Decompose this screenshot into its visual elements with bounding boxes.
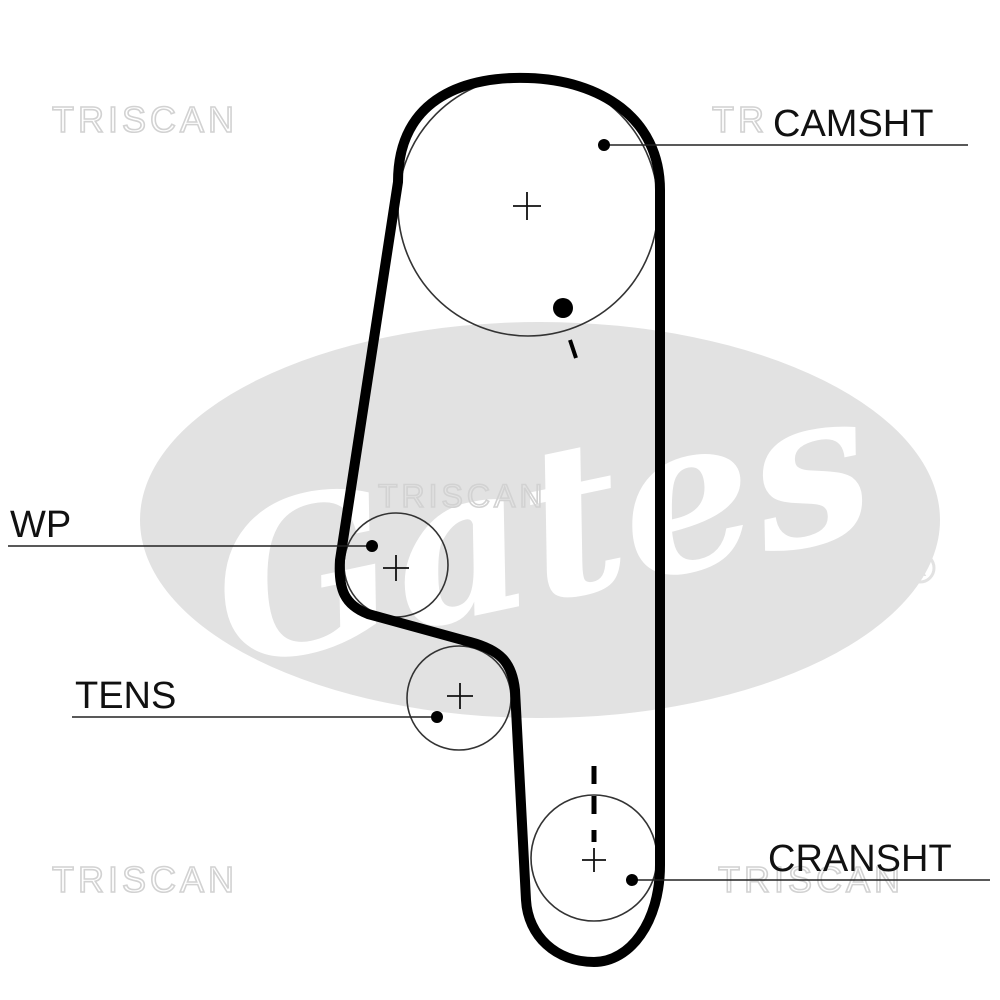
camshaft-label: CAMSHT bbox=[773, 103, 933, 145]
camshaft-centre-cross bbox=[513, 192, 541, 220]
water-pump-label: WP bbox=[10, 504, 71, 546]
camshaft-timing-dot bbox=[553, 298, 573, 318]
tensioner-label: TENS bbox=[75, 675, 176, 717]
triscan-watermark-top-left: TRISCAN bbox=[52, 99, 238, 140]
reference-dots bbox=[366, 139, 638, 886]
timing-belt bbox=[334, 72, 665, 967]
camshaft-reference-dot bbox=[598, 139, 610, 151]
tensioner-reference-dot bbox=[431, 711, 443, 723]
pulley-centres bbox=[383, 192, 606, 872]
camshaft-timing-tick bbox=[568, 339, 578, 359]
gates-logo-watermark: Gates R bbox=[140, 322, 940, 718]
crankshaft-label: CRANSHT bbox=[768, 838, 952, 880]
water-pump-centre-cross bbox=[383, 555, 409, 581]
label-leaders bbox=[8, 144, 990, 881]
triscan-watermark-bottom-left: TRISCAN bbox=[52, 859, 238, 900]
tensioner-centre-cross bbox=[447, 683, 473, 709]
crankshaft-reference-dot bbox=[626, 874, 638, 886]
camshaft-timing-mark bbox=[553, 298, 578, 359]
triscan-watermark-center: TRISCAN bbox=[378, 478, 546, 514]
gates-logo-ellipse bbox=[140, 322, 940, 718]
registered-mark-circle bbox=[904, 552, 936, 584]
registered-mark: R bbox=[913, 559, 927, 581]
crankshaft-centre-cross bbox=[582, 848, 606, 872]
camshaft-label-backdrop bbox=[770, 98, 970, 142]
water-pump-reference-dot bbox=[366, 540, 378, 552]
